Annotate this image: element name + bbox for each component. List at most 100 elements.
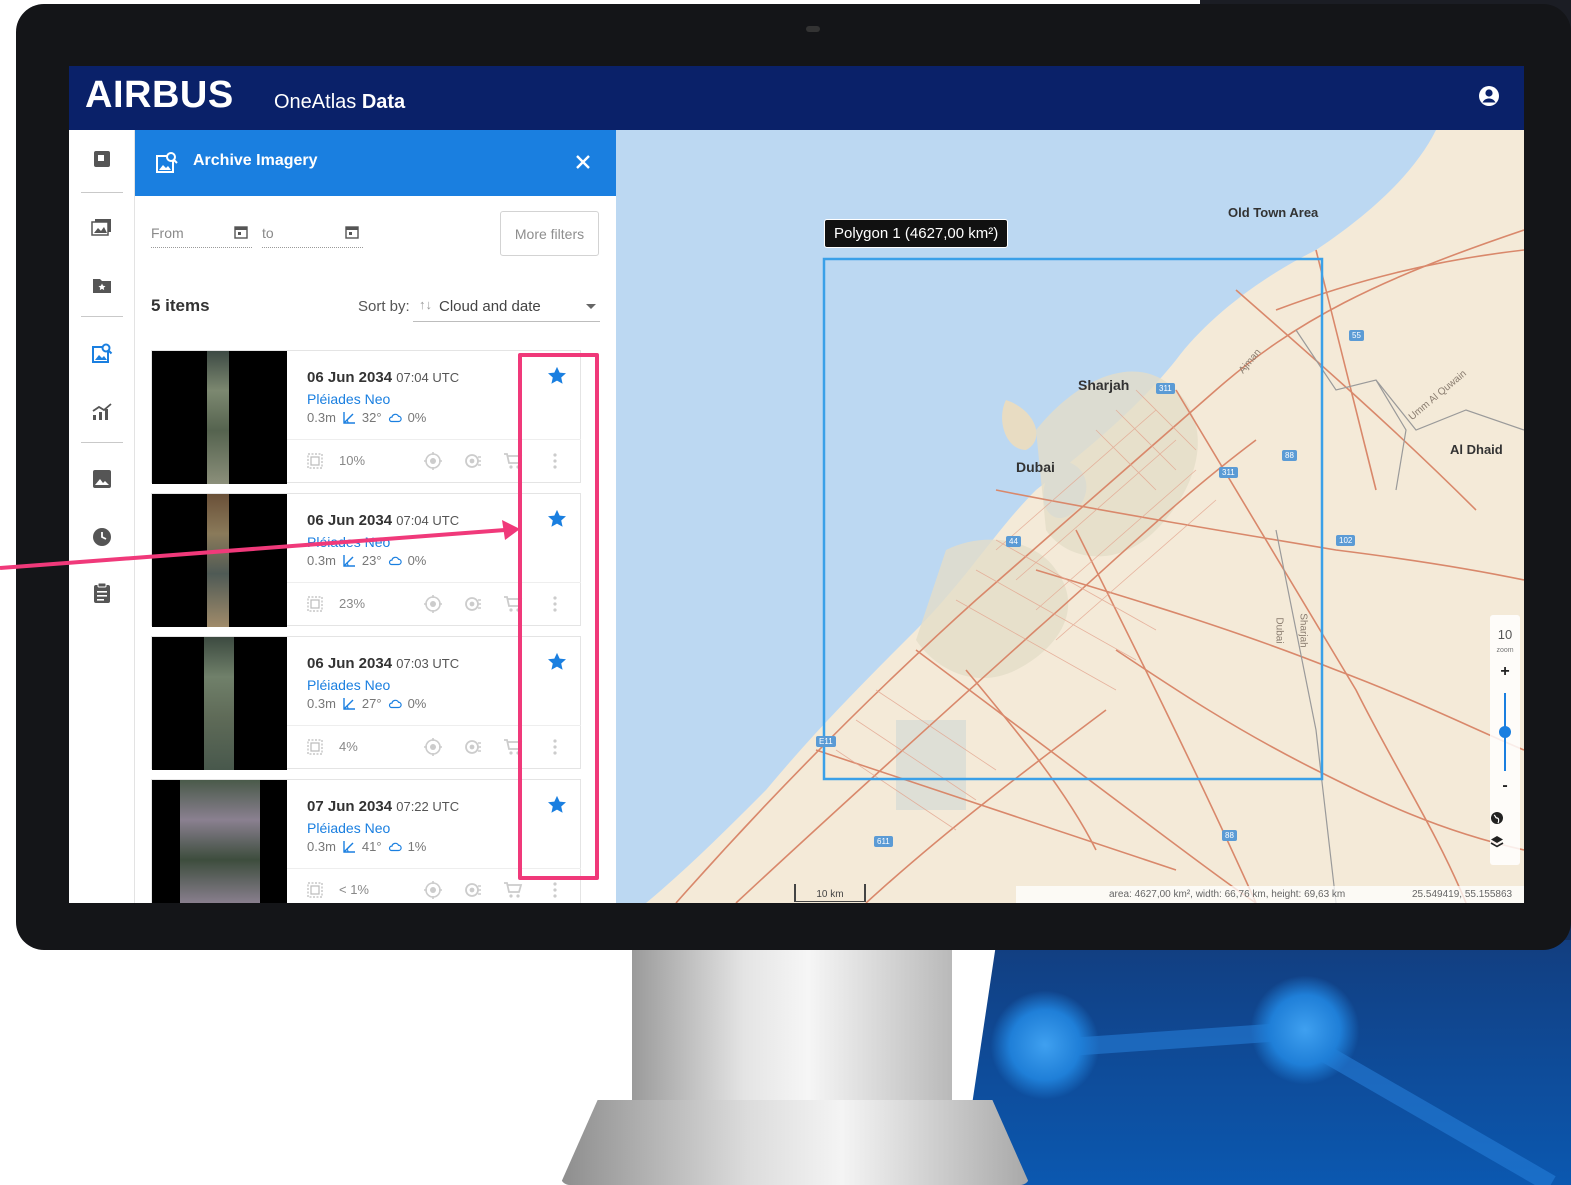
road-sharjah-label: Sharjah — [1297, 613, 1309, 648]
aoi-polygon[interactable] — [822, 257, 1324, 781]
top-bar: AIRBUS OneAtlas Data — [69, 66, 1524, 130]
globe-icon[interactable] — [1490, 811, 1504, 825]
urban-area — [916, 539, 1069, 679]
road-shield: 88 — [1282, 450, 1297, 461]
camera-dot — [806, 26, 820, 32]
preview-icon[interactable] — [463, 594, 483, 614]
analytics-icon[interactable] — [89, 398, 115, 424]
more-vertical-icon[interactable] — [545, 880, 565, 900]
cart-icon[interactable] — [503, 737, 523, 757]
road-dubai-label: Dubai — [1273, 617, 1285, 644]
close-icon[interactable] — [571, 150, 595, 174]
star-icon[interactable] — [546, 651, 568, 673]
acquisition-meta: 0.3m 23° 0% — [307, 553, 426, 568]
rail-divider — [81, 442, 123, 443]
star-icon[interactable] — [546, 508, 568, 530]
cart-icon[interactable] — [503, 594, 523, 614]
airbus-logo[interactable]: AIRBUS — [85, 74, 234, 116]
date-to-field[interactable]: to — [262, 222, 363, 248]
cart-icon[interactable] — [503, 880, 523, 900]
callout-arrow — [0, 520, 520, 570]
locate-icon[interactable] — [423, 451, 443, 471]
result-thumbnail[interactable] — [152, 637, 287, 770]
card-actions: 4% — [287, 725, 581, 769]
date-text: 07 Jun 2034 — [307, 798, 393, 815]
date-from-field[interactable]: From — [151, 222, 252, 248]
resolution: 0.3m — [307, 696, 336, 711]
rail-divider — [81, 316, 123, 317]
more-vertical-icon[interactable] — [545, 737, 565, 757]
account-circle-icon[interactable] — [1477, 84, 1501, 108]
incidence-angle: 41° — [361, 839, 382, 854]
sensor-name[interactable]: Pléiades Neo — [307, 820, 391, 836]
imagery-icon[interactable] — [89, 214, 115, 240]
preview-icon[interactable] — [463, 451, 483, 471]
product-name: OneAtlas Data — [274, 91, 405, 114]
acquisition-date: 06 Jun 2034 07:03 UTC — [307, 655, 459, 672]
island — [1002, 400, 1037, 450]
starred-folder-icon[interactable] — [89, 272, 115, 298]
locate-icon[interactable] — [423, 594, 443, 614]
zoom-in-button[interactable]: + — [1500, 663, 1510, 680]
sensor-name[interactable]: Pléiades Neo — [307, 677, 391, 693]
preview-icon[interactable] — [463, 737, 483, 757]
more-vertical-icon[interactable] — [545, 451, 565, 471]
time-text: 07:03 UTC — [396, 656, 460, 671]
clipboard-icon[interactable] — [89, 580, 115, 606]
history-icon[interactable] — [89, 524, 115, 550]
star-icon[interactable] — [546, 365, 568, 387]
road-shield: 311 — [1156, 383, 1175, 394]
product-suffix: Data — [361, 91, 406, 113]
date-text: 06 Jun 2034 — [307, 369, 393, 386]
result-thumbnail[interactable] — [152, 780, 287, 903]
card-actions: 23% — [287, 582, 581, 626]
sort-select[interactable]: ↑↓ Cloud and date — [413, 288, 600, 322]
star-icon[interactable] — [546, 794, 568, 816]
locate-icon[interactable] — [423, 880, 443, 900]
place-al-dhaid: Al Dhaid — [1450, 442, 1503, 457]
acquisition-meta: 0.3m 41° 1% — [307, 839, 426, 854]
boundaries — [1275, 329, 1524, 903]
sensor-name[interactable]: Pléiades Neo — [307, 391, 391, 407]
image-icon[interactable] — [89, 466, 115, 492]
cart-icon[interactable] — [503, 451, 523, 471]
result-thumbnail[interactable] — [152, 351, 287, 484]
road-shield: E11 — [816, 736, 836, 747]
time-text: 07:04 UTC — [396, 513, 460, 528]
incidence-angle: 23° — [361, 553, 382, 568]
incidence-angle: 32° — [361, 410, 382, 425]
result-thumbnail[interactable] — [152, 494, 287, 627]
coverage-icon — [307, 882, 323, 898]
image-strip — [207, 351, 229, 484]
result-card[interactable]: 07 Jun 2034 07:22 UTC Pléiades Neo 0.3m … — [151, 779, 581, 903]
polygon-label: Polygon 1 (4627,00 km²) — [824, 219, 1009, 248]
result-card[interactable]: 06 Jun 2034 07:04 UTC Pléiades Neo 0.3m … — [151, 350, 581, 484]
calendar-icon[interactable] — [234, 225, 248, 239]
result-card[interactable]: 06 Jun 2034 07:04 UTC Pléiades Neo 0.3m … — [151, 493, 581, 627]
incidence-angle-icon — [343, 697, 355, 710]
archive-imagery-icon[interactable] — [89, 340, 115, 366]
incidence-angle-icon — [343, 554, 355, 567]
date-to-label: to — [262, 225, 274, 241]
zoom-out-button[interactable]: - — [1502, 777, 1508, 794]
preview-icon[interactable] — [463, 880, 483, 900]
image-strip — [180, 780, 260, 903]
locate-icon[interactable] — [423, 737, 443, 757]
result-card[interactable]: 06 Jun 2034 07:03 UTC Pléiades Neo 0.3m … — [151, 636, 581, 770]
map-scale: 10 km — [794, 884, 866, 902]
cloud-cover: 0% — [407, 410, 427, 425]
layers-stack-icon[interactable] — [1490, 835, 1504, 849]
zoom-slider-knob[interactable] — [1499, 726, 1511, 738]
calendar-icon[interactable] — [345, 225, 359, 239]
more-filters-button[interactable]: More filters — [500, 211, 599, 256]
app-screen: AIRBUS OneAtlas Data Archive Imagery — [69, 66, 1524, 903]
layers-icon[interactable] — [89, 146, 115, 172]
more-vertical-icon[interactable] — [545, 594, 565, 614]
coverage-value: 10% — [339, 453, 366, 468]
coverage-value: < 1% — [339, 882, 369, 897]
monitor-base — [560, 1100, 1030, 1185]
acquisition-date: 07 Jun 2034 07:22 UTC — [307, 798, 459, 815]
map-view[interactable]: Polygon 1 (4627,00 km²) Old Town Area Sh… — [616, 130, 1524, 903]
coverage-value: 23% — [339, 596, 366, 611]
panel-title: Archive Imagery — [193, 152, 318, 169]
